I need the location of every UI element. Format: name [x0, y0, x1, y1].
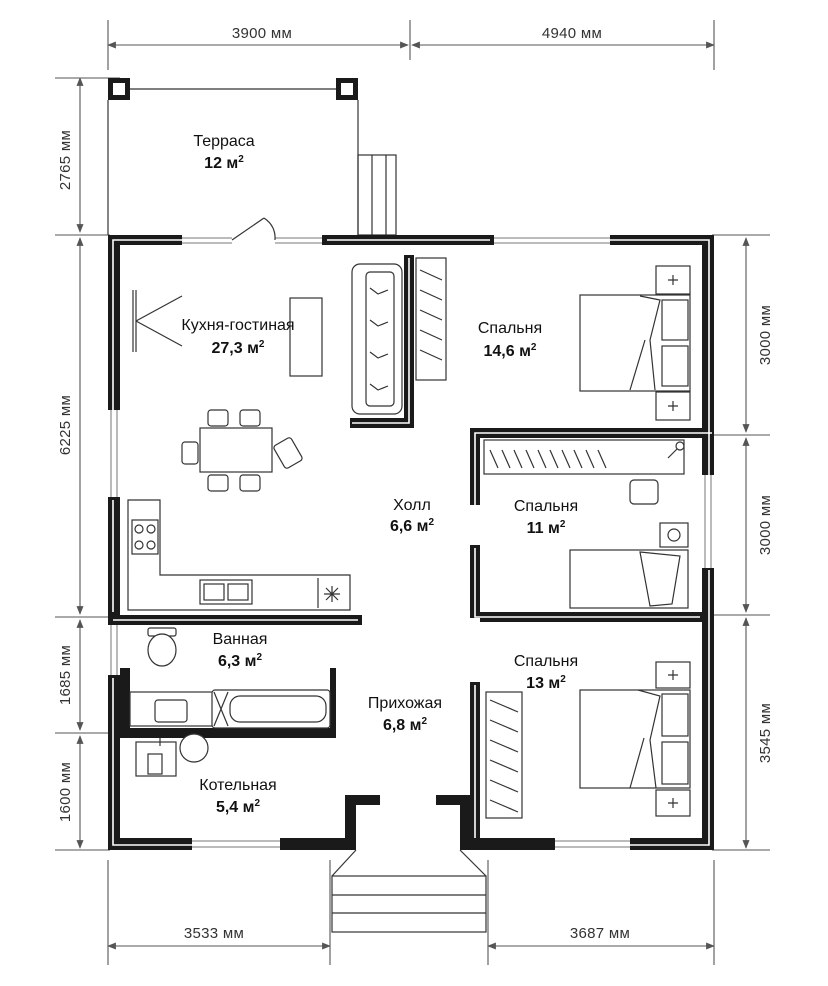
bedroom1-area: 14,6 м2 — [484, 342, 537, 360]
tv-unit — [132, 290, 183, 352]
hall-area: 6,6 м2 — [390, 517, 435, 535]
bedroom1-name: Спальня — [478, 320, 542, 337]
dim-bottom-left: 3533 мм — [184, 925, 244, 942]
boiler-fixtures — [135, 733, 209, 777]
dim-top-left: 3900 мм — [232, 25, 292, 42]
shelf-2 — [483, 439, 685, 475]
entrance-steps — [331, 849, 487, 933]
bedroom2-area: 11 м2 — [527, 519, 566, 537]
kitchen-name: Кухня-гостиная — [181, 317, 294, 334]
desk-chair-2 — [629, 479, 659, 505]
bed-3 — [579, 661, 691, 817]
bed-2 — [569, 522, 689, 609]
dim-left-boiler: 1600 мм — [57, 762, 74, 822]
wardrobe-1 — [415, 257, 447, 381]
wardrobe-3 — [485, 691, 523, 819]
boiler-area: 5,4 м2 — [216, 798, 261, 816]
bedroom3-name: Спальня — [514, 653, 578, 670]
dim-top-right: 4940 мм — [542, 25, 602, 42]
sofa — [351, 263, 403, 415]
terrace-door — [231, 217, 276, 241]
dim-left-terrace: 2765 мм — [57, 130, 74, 190]
windows — [110, 237, 712, 848]
hall-name: Холл — [393, 497, 431, 514]
bath-area: 6,3 м2 — [218, 652, 263, 670]
entry-name: Прихожая — [368, 695, 442, 712]
dining-table — [181, 409, 303, 492]
entry-area: 6,8 м2 — [383, 716, 428, 734]
dim-right-bed2: 3000 мм — [757, 495, 774, 555]
dim-bottom-right: 3687 мм — [570, 925, 630, 942]
terrace-name: Терраса — [193, 133, 254, 150]
bed-1 — [579, 265, 691, 421]
kitchen-counter — [127, 499, 351, 611]
dim-left-main: 6225 мм — [57, 395, 74, 455]
bathroom-fixtures — [129, 627, 331, 729]
coffee-table — [289, 297, 323, 377]
terrace-area: 12 м2 — [204, 154, 244, 172]
dim-left-bath: 1685 мм — [57, 645, 74, 705]
wall-inner-lines — [112, 239, 712, 846]
dimension-lines — [55, 20, 770, 965]
dim-right-bed1: 3000 мм — [757, 305, 774, 365]
dim-right-bed3: 3545 мм — [757, 703, 774, 763]
boiler-name: Котельная — [199, 777, 276, 794]
terrace — [107, 78, 397, 236]
bedroom2-name: Спальня — [514, 498, 578, 515]
bedroom3-area: 13 м2 — [526, 674, 566, 692]
kitchen-area: 27,3 м2 — [212, 339, 265, 357]
bath-name: Ванная — [213, 631, 268, 648]
